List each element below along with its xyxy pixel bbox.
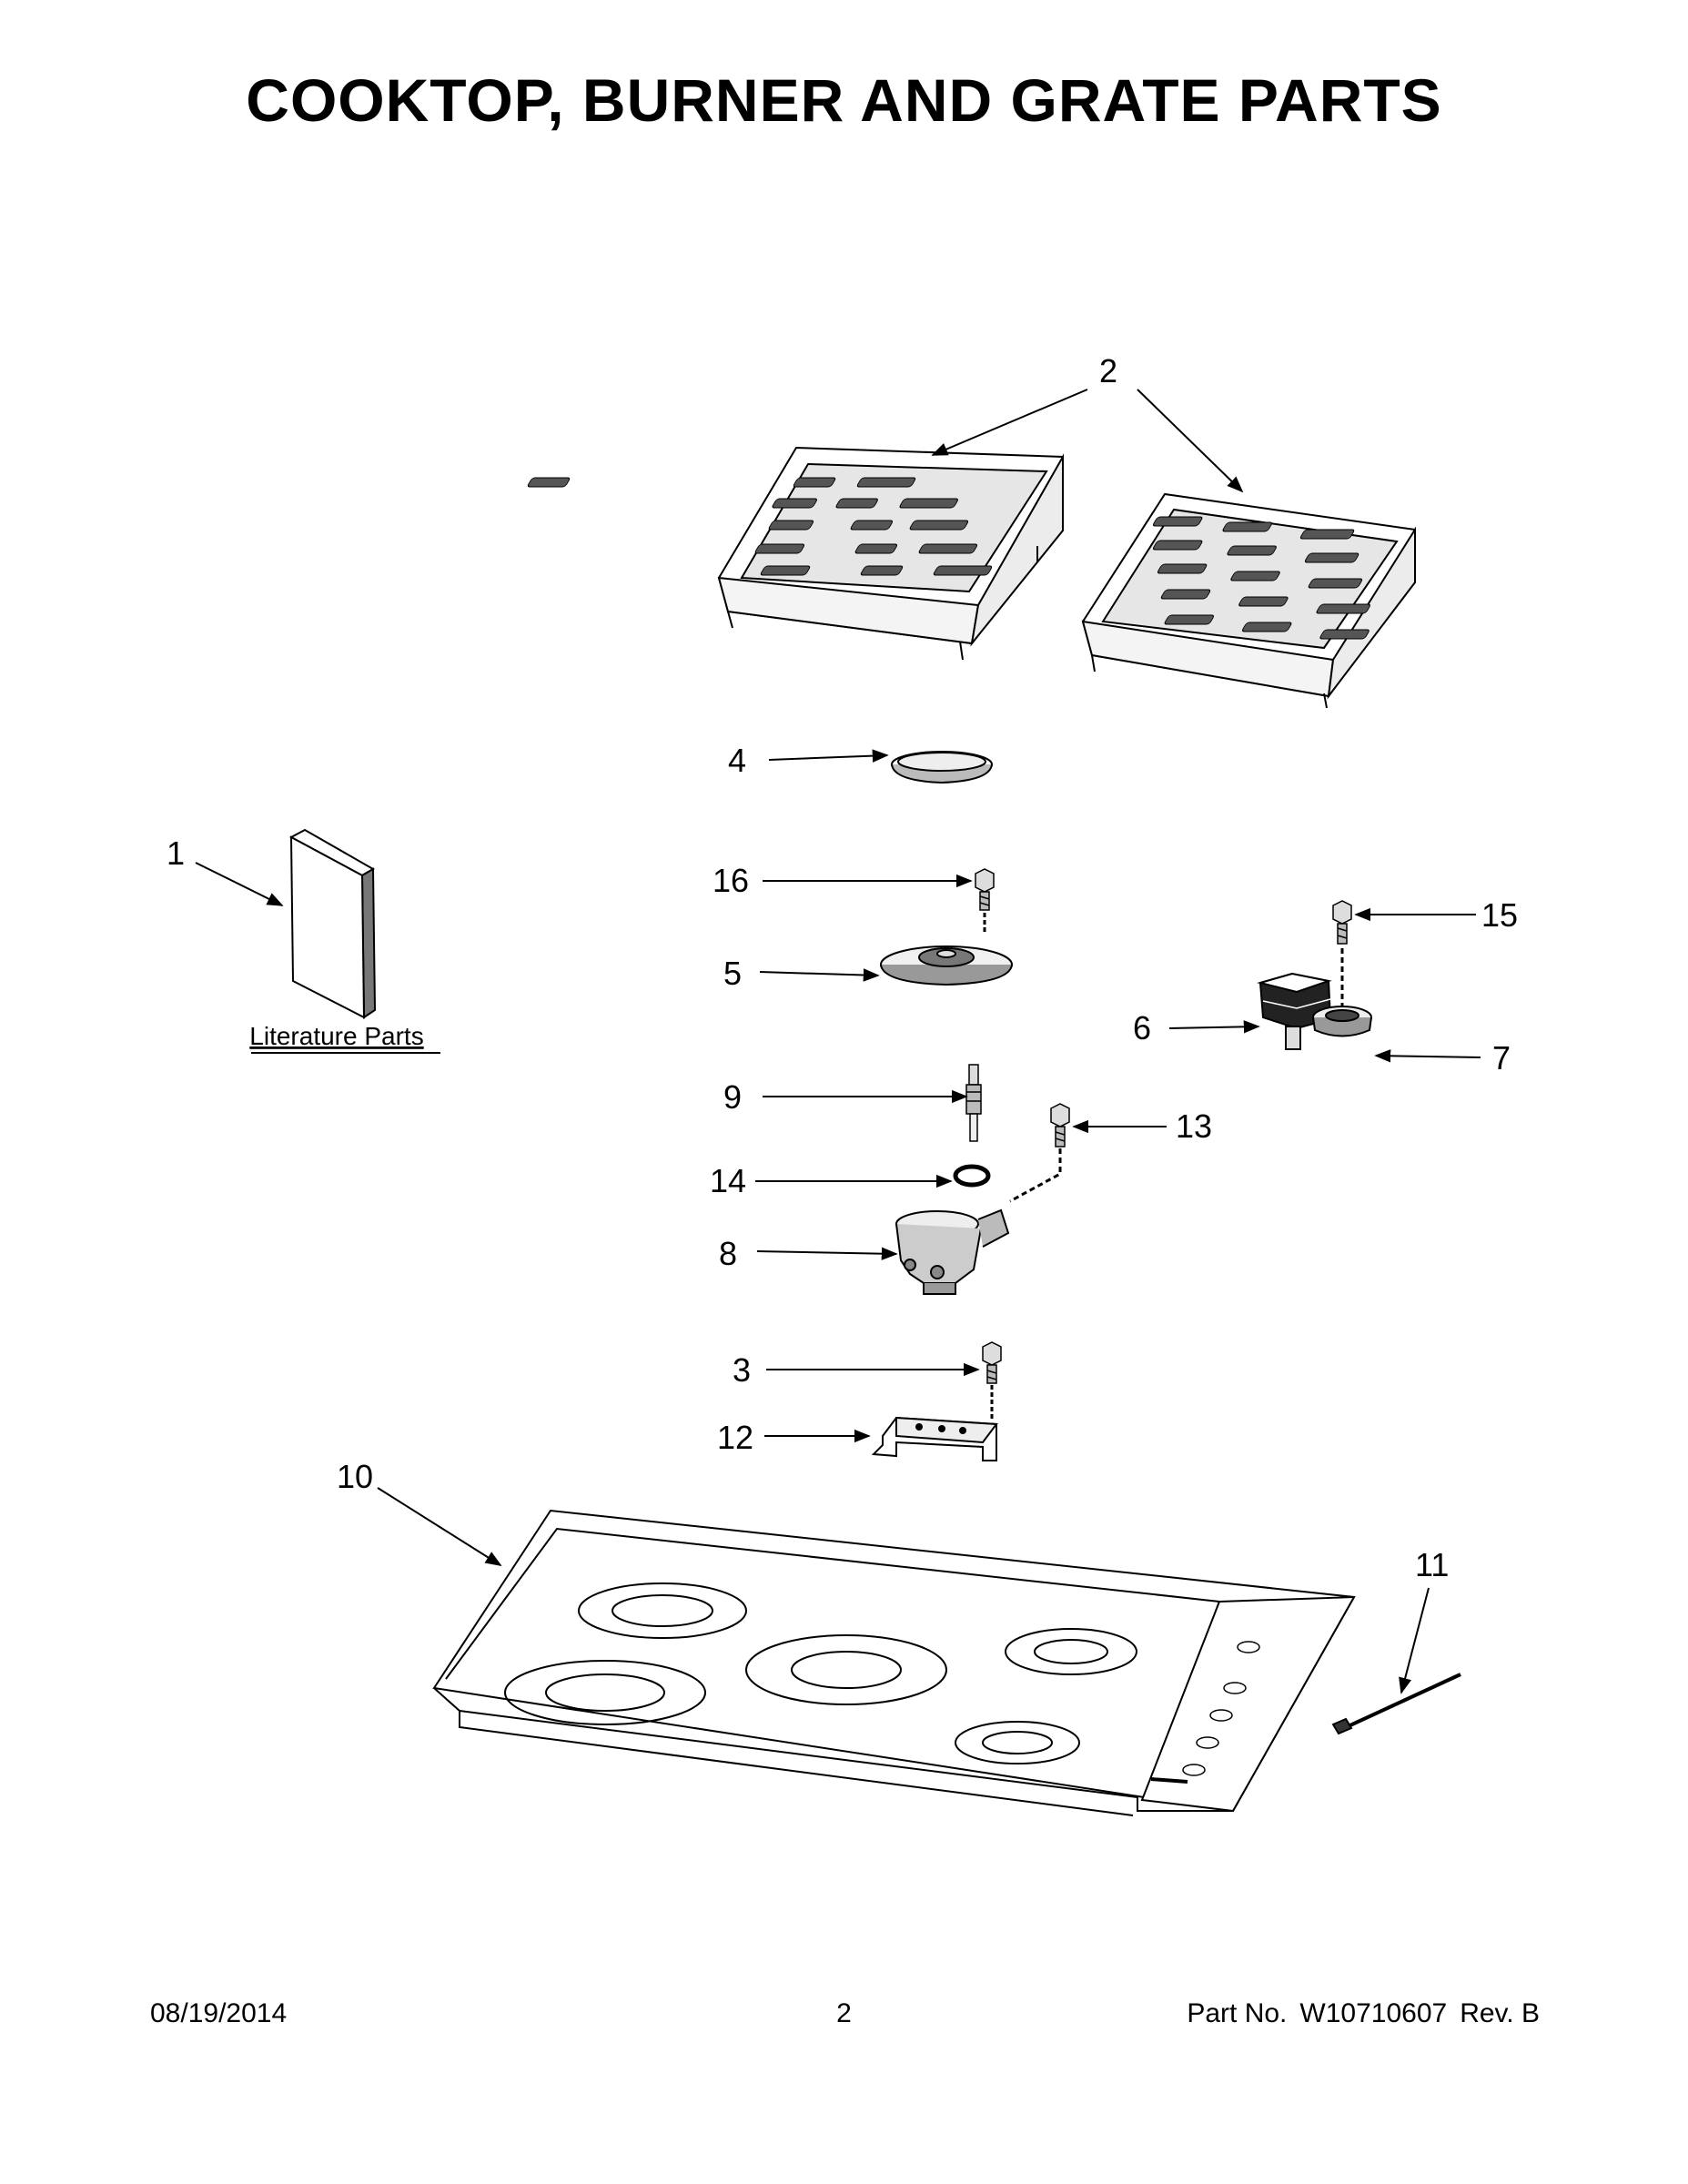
callout-1: 1 (167, 834, 185, 872)
callout-7: 7 (1492, 1039, 1511, 1077)
callout-13: 13 (1176, 1107, 1212, 1145)
callout-11: 11 (1415, 1546, 1449, 1583)
electrode (965, 1064, 982, 1142)
cooktop (432, 1509, 1356, 1816)
callout-6: 6 (1133, 1009, 1151, 1046)
callout-9: 9 (723, 1078, 742, 1116)
wire-harness (1331, 1673, 1461, 1735)
callout-16: 16 (713, 862, 749, 899)
burner-base (880, 945, 1013, 986)
knob-bezel (1312, 1006, 1372, 1037)
literature-booklet (288, 828, 377, 1019)
screw-3 (982, 1341, 1002, 1420)
literature-parts-label: Literature Parts (249, 1022, 423, 1050)
callout-4: 4 (728, 742, 746, 779)
footer-date: 08/19/2014 (150, 1998, 288, 2028)
page-title: COOKTOP, BURNER AND GRATE PARTS (246, 66, 1442, 134)
footer-part-number: Part No. W10710607 Rev. B (1174, 1998, 1540, 2029)
revision: Rev. B (1460, 1998, 1540, 2028)
control-knob (1257, 972, 1332, 1050)
screw-15 (1332, 900, 1352, 1006)
screw-13 (1009, 1103, 1070, 1203)
callout-10: 10 (337, 1458, 373, 1495)
callout-8: 8 (719, 1235, 737, 1272)
screw-16 (975, 868, 995, 933)
callout-3: 3 (733, 1351, 751, 1389)
callout-15: 15 (1481, 896, 1518, 934)
o-ring (953, 1164, 991, 1188)
part-label: Part No. (1187, 1998, 1288, 2028)
footer-page-number: 2 (836, 1998, 852, 2028)
grate-right (1081, 492, 1417, 709)
part-number: W10710607 (1299, 1998, 1448, 2028)
leader-lines (195, 389, 1481, 1694)
bracket (871, 1416, 998, 1461)
callout-5: 5 (723, 955, 742, 992)
callout-2: 2 (1099, 352, 1117, 389)
burner-cap (891, 751, 993, 784)
grate-left (527, 446, 1065, 661)
callout-14: 14 (710, 1162, 746, 1199)
burner-housing (895, 1208, 1010, 1295)
callout-12: 12 (717, 1419, 753, 1456)
